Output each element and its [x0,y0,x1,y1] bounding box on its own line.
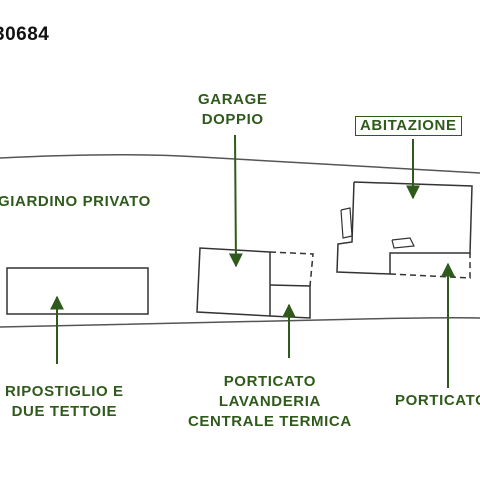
garage-building [196,247,271,317]
porticato-center-dashed [269,251,314,287]
boundary-top-line [0,153,480,174]
giardino-label: GIARDINO PRIVATO [0,193,151,210]
porticato-center-line1: PORTICATO [223,373,317,390]
arrow-garage [228,134,243,268]
porticato-right-label: PORTICATO [395,392,480,409]
porticato-center-label: PORTICATO LAVANDERIA CENTRALE TERMICA [188,372,352,432]
abitazione-step [340,207,353,239]
boundary-bottom-line [0,317,480,328]
porticato-center-line3: CENTRALE TERMICA [188,413,352,430]
garage-label-line1: GARAGE [198,91,268,108]
abitazione-stair [391,237,415,249]
garage-label: GARAGE DOPPIO [198,90,267,130]
ripostiglio-label: RIPOSTIGLIO E DUE TETTOIE [5,382,124,422]
abitazione-building [336,181,473,275]
ripostiglio-building [6,267,149,315]
porticato-right-dashed [389,253,471,279]
garage-label-line2: DOPPIO [201,111,264,128]
ripostiglio-label-line1: RIPOSTIGLIO E [5,383,124,400]
ripostiglio-label-line2: DUE TETTOIE [11,403,118,420]
property-code: 30684 [0,24,50,45]
abitazione-label: ABITAZIONE [355,116,462,136]
porticato-center-line2: LAVANDERIA [218,393,321,410]
